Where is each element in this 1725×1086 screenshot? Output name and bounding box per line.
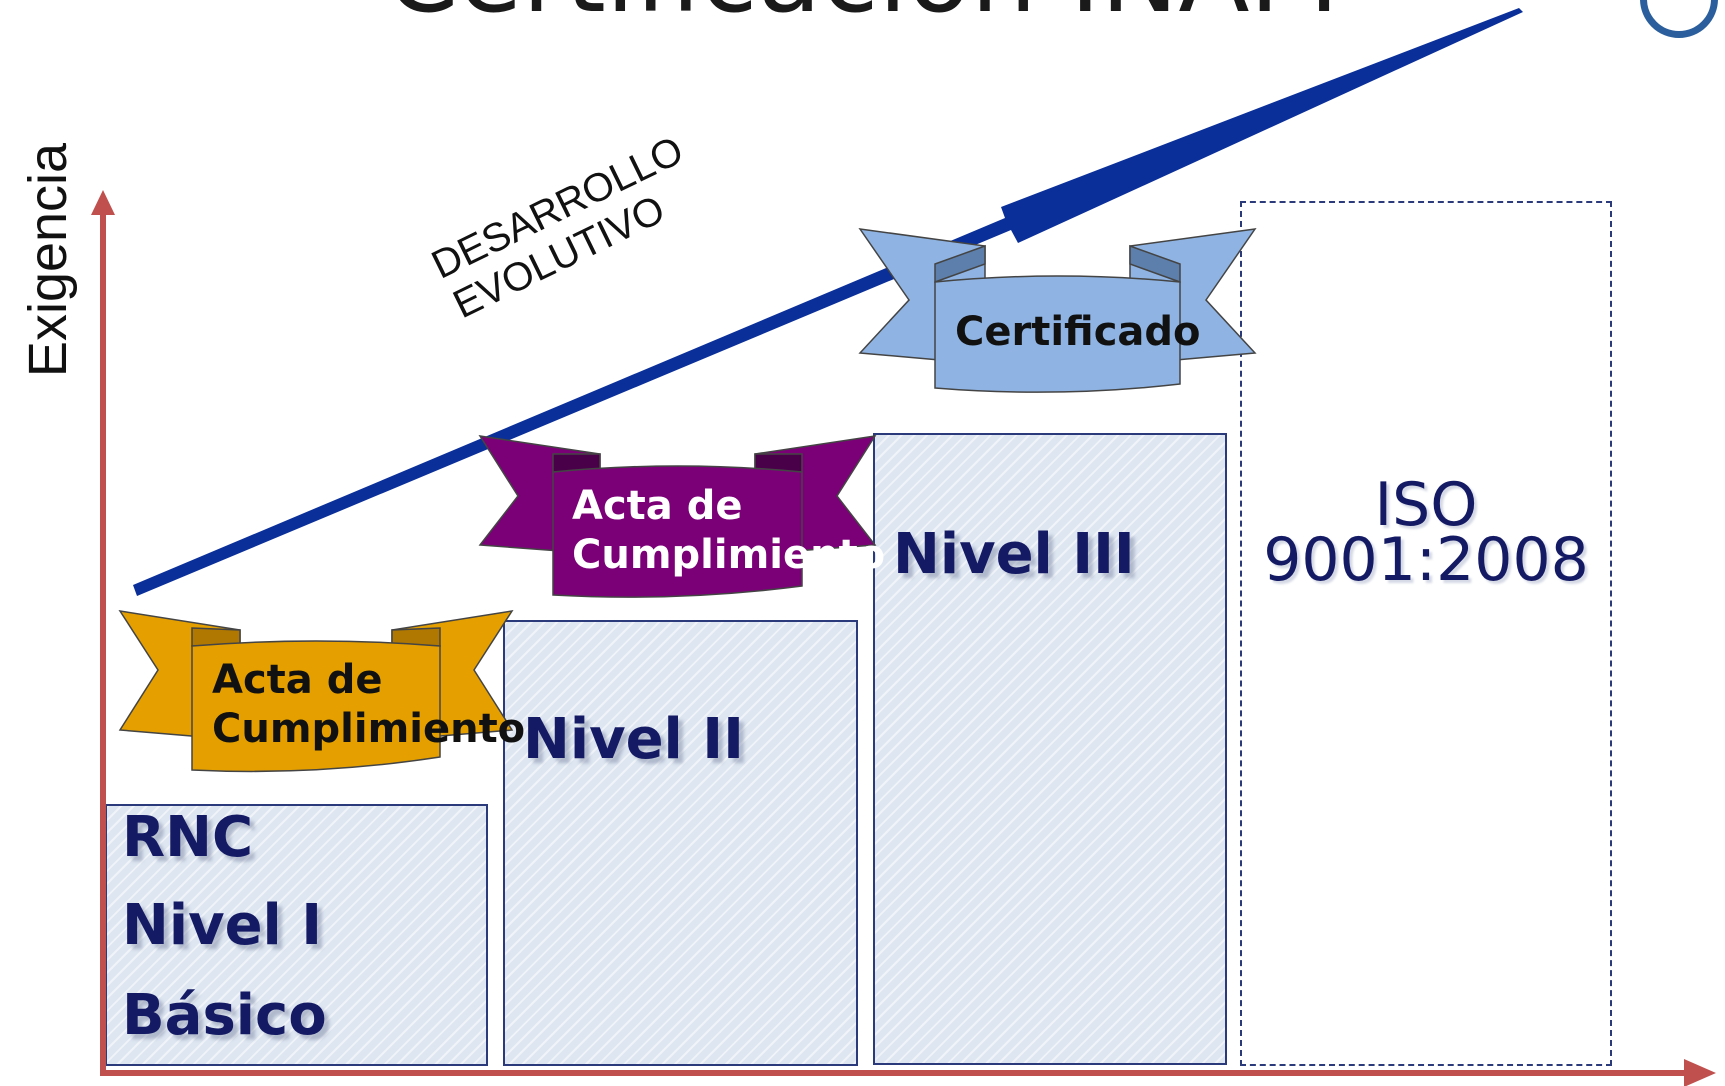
level-2-box: [503, 620, 858, 1066]
ribbon-3-right-fold: [1129, 244, 1181, 284]
x-axis-arrowhead: [1684, 1059, 1716, 1086]
ribbon-1-text-line2: Cumplimiento: [212, 705, 526, 752]
ribbon-2: [478, 435, 877, 598]
level-1-label-rnc: RNC: [122, 805, 254, 870]
iso-label: ISO 9001:2008: [1240, 470, 1612, 596]
iso-label-line2: 9001:2008: [1263, 525, 1589, 596]
ribbon-3-left-fold: [934, 244, 986, 284]
level-2-label: Nivel II: [523, 707, 744, 772]
ribbon-1: [118, 609, 514, 773]
ribbon-3-text-line2: Certificado: [955, 309, 1201, 355]
ribbon-2-center: [552, 465, 803, 598]
page-title: Certificación INAM: [0, 0, 1725, 36]
level-1-label-basico: Básico: [122, 983, 327, 1048]
ribbon-2-text: Acta de Cumplimiento: [572, 482, 885, 580]
level-1-label-nivel: Nivel I: [122, 893, 323, 958]
ribbon-2-text-line1: Acta de: [572, 483, 743, 529]
ribbon-3-center: [934, 275, 1181, 393]
level-3-box: [873, 433, 1227, 1065]
ribbon-3: [858, 228, 1257, 393]
iso-box: [1240, 201, 1612, 1066]
ribbon-1-center: [191, 640, 441, 773]
y-axis-arrowhead: [91, 190, 115, 215]
ribbon-1-text-line1: Acta de: [212, 657, 383, 703]
iso-label-line1: ISO: [1374, 470, 1478, 540]
trend-arrow: [133, 8, 1523, 596]
ribbon-1-text: Acta de Cumplimiento: [212, 656, 525, 754]
ribbon-2-text-line2: Cumplimiento: [572, 531, 886, 578]
ribbon-3-text: Certificado: [955, 308, 1201, 357]
level-3-label: Nivel III: [893, 522, 1135, 587]
